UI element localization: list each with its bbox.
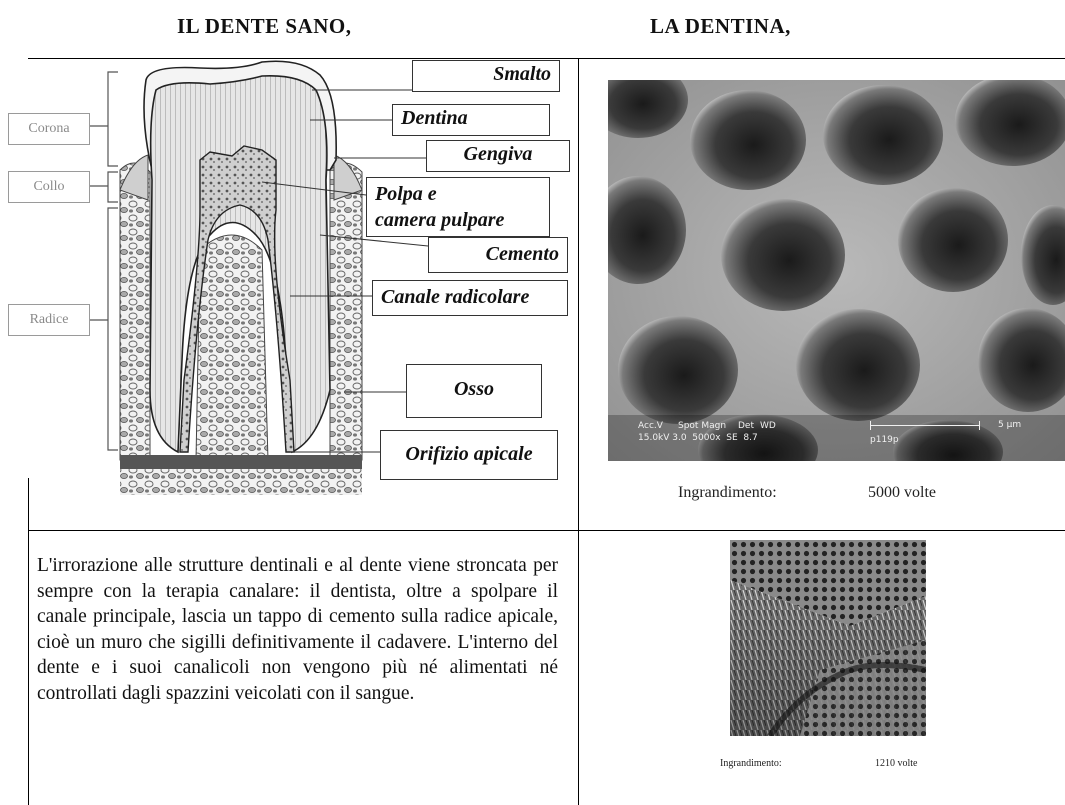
databar-acc: Acc.V bbox=[638, 421, 663, 432]
databar-sample: p119p bbox=[870, 435, 899, 446]
table-top-rule bbox=[28, 58, 1065, 59]
databar-det: Det bbox=[738, 421, 754, 432]
caption-magnification-1210-value: 1210 volte bbox=[875, 758, 918, 769]
label-smalto: Smalto bbox=[412, 60, 560, 92]
label-polpa: Polpa e camera pulpare bbox=[366, 177, 550, 237]
label-polpa-line2: camera pulpare bbox=[375, 207, 541, 233]
caption-magnification-1210-label: Ingrandimento: bbox=[720, 758, 782, 769]
label-cemento: Cemento bbox=[428, 237, 568, 273]
micrograph-databar: Acc.V Spot Magn Det WD 15.0kV 3.0 5000x … bbox=[638, 419, 1058, 459]
caption-magnification-5000-value: 5000 volte bbox=[868, 484, 936, 502]
databar-scale-tick-left bbox=[870, 421, 871, 430]
label-orifizio-apicale: Orifizio apicale bbox=[380, 430, 558, 480]
side-brackets bbox=[88, 72, 118, 450]
databar-wd: WD bbox=[760, 421, 776, 432]
table-left-edge bbox=[28, 478, 29, 805]
databar-scale-tick-right bbox=[979, 421, 980, 430]
dentin-micrograph-5000x: Acc.V Spot Magn Det WD 15.0kV 3.0 5000x … bbox=[608, 80, 1065, 461]
label-dentina: Dentina bbox=[392, 104, 550, 136]
label-corona: Corona bbox=[8, 113, 90, 145]
databar-scale: 5 µm bbox=[998, 420, 1021, 431]
label-gengiva: Gengiva bbox=[426, 140, 570, 172]
heading-dentin: LA DENTINA, bbox=[650, 14, 791, 39]
label-polpa-line1: Polpa e bbox=[375, 181, 541, 207]
label-radice: Radice bbox=[8, 304, 90, 336]
label-osso: Osso bbox=[406, 364, 542, 418]
body-paragraph: L'irrorazione alle strutture dentinali e… bbox=[37, 553, 558, 706]
table-column-divider bbox=[578, 58, 579, 805]
label-canale-radicolare: Canale radicolare bbox=[372, 280, 568, 316]
dentin-micrograph-1210x bbox=[730, 540, 926, 736]
heading-healthy-tooth: IL DENTE SANO, bbox=[177, 14, 351, 39]
databar-values: 15.0kV 3.0 5000x SE 8.7 bbox=[638, 433, 758, 444]
databar-spot-magn: Spot Magn bbox=[678, 421, 726, 432]
label-collo: Collo bbox=[8, 171, 90, 203]
databar-scale-bar bbox=[870, 425, 980, 426]
table-middle-rule bbox=[28, 530, 1065, 531]
caption-magnification-5000-label: Ingrandimento: bbox=[678, 484, 777, 502]
